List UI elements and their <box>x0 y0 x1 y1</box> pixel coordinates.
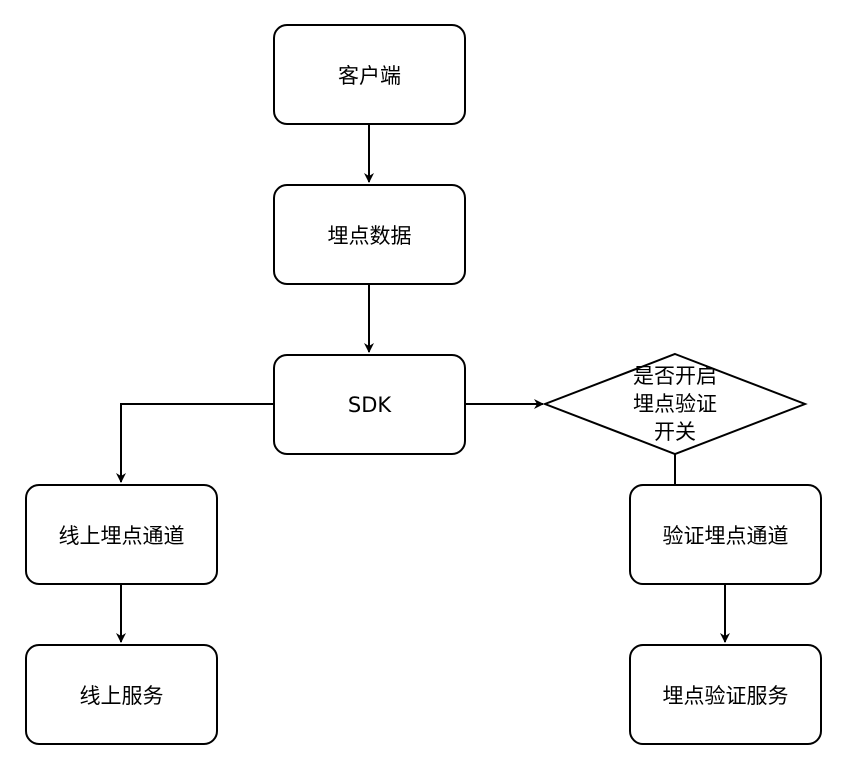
node-verify-service: 埋点验证服务 <box>629 644 822 745</box>
node-verify-channel-label: 验证埋点通道 <box>662 523 789 548</box>
decision-label-line-2: 埋点验证 <box>633 392 717 416</box>
node-online-channel-label: 线上埋点通道 <box>58 523 185 548</box>
node-verify-channel: 验证埋点通道 <box>629 484 822 585</box>
decision-label-line-3: 开关 <box>654 420 696 444</box>
edge-sdk-to-online-channel <box>116 403 274 483</box>
node-sdk-label: SDK <box>347 392 392 417</box>
node-sdk: SDK <box>273 354 466 455</box>
node-online-service: 线上服务 <box>25 644 218 745</box>
decision-label: 是否开启 埋点验证 开关 <box>595 362 755 446</box>
node-online-service-label: 线上服务 <box>79 683 164 708</box>
node-online-channel: 线上埋点通道 <box>25 484 218 585</box>
node-tracking-data-label: 埋点数据 <box>327 223 412 248</box>
node-client-label: 客户端 <box>338 63 401 88</box>
node-tracking-data: 埋点数据 <box>273 184 466 285</box>
node-verify-service-label: 埋点验证服务 <box>662 683 789 708</box>
node-client: 客户端 <box>273 24 466 125</box>
decision-label-line-1: 是否开启 <box>633 364 717 388</box>
